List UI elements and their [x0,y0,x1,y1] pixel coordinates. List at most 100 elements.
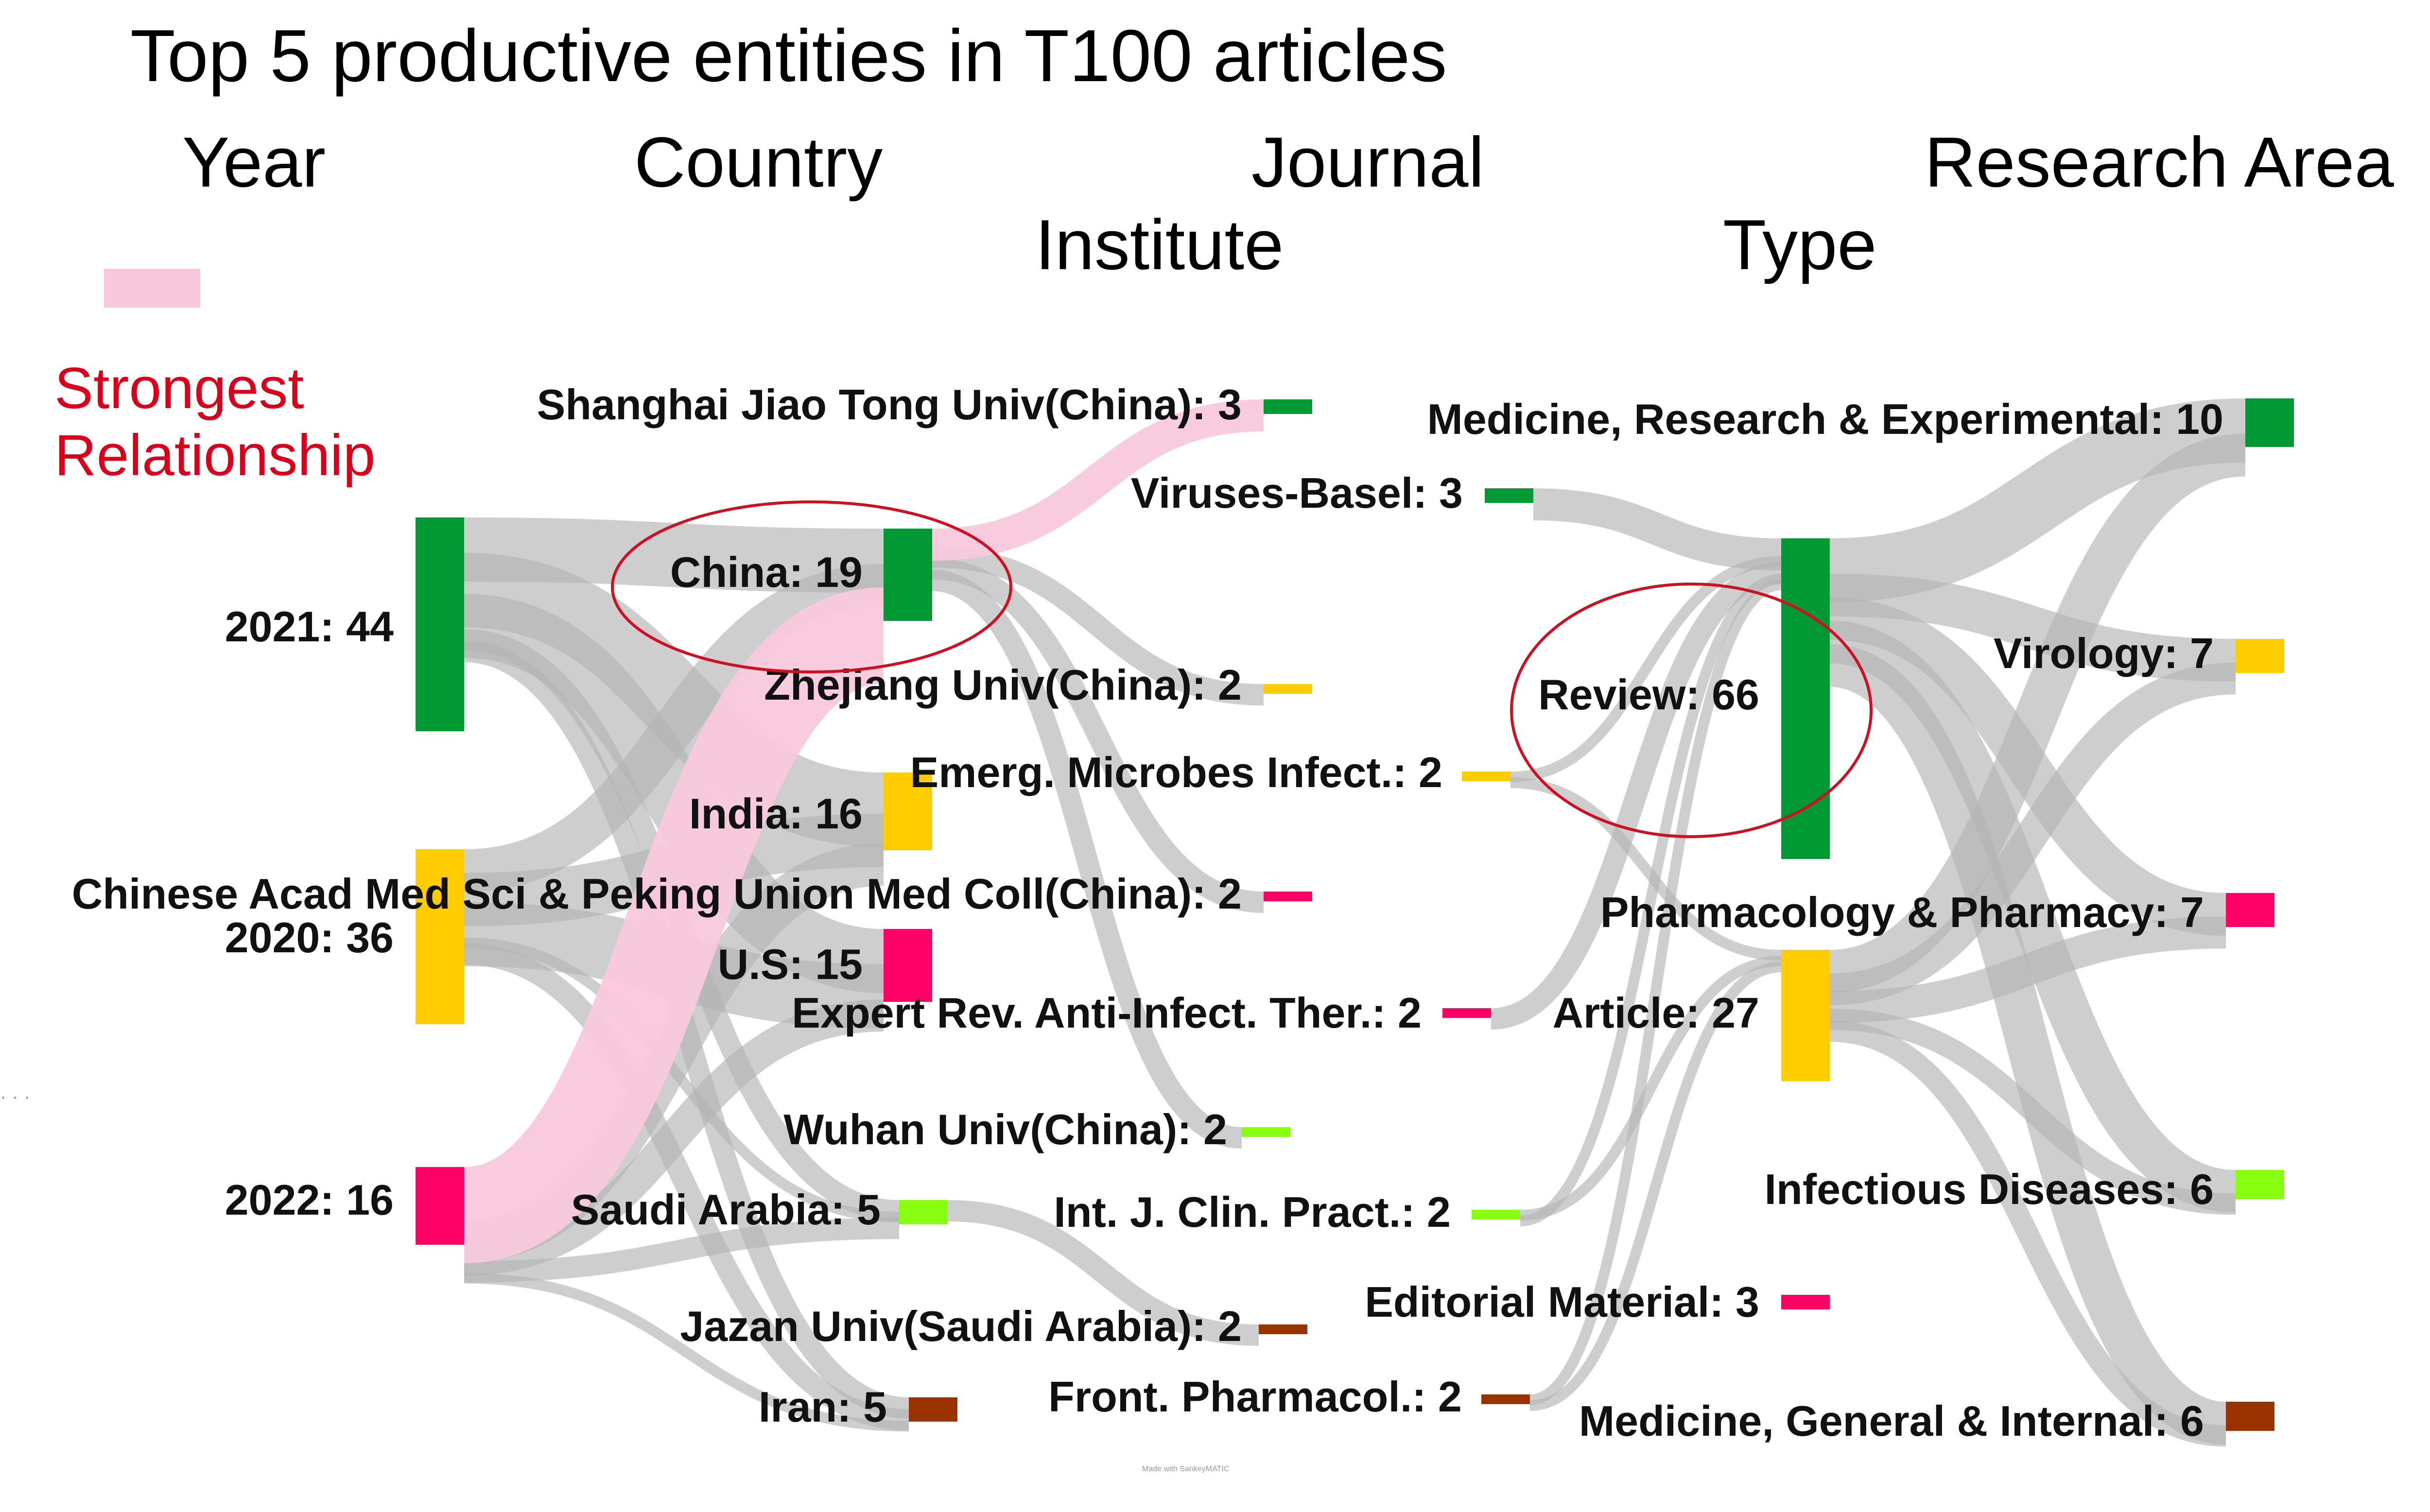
link-review-infd [1829,620,2237,1213]
link-article-infd [1829,1009,2236,1215]
link-review-medre [1829,398,2246,602]
node-label-sjtu: Shanghai Jiao Tong Univ(China): 3 [537,380,1242,429]
node-label-viruses: Viruses-Basel: 3 [1131,469,1463,517]
node-label-medgi: Medicine, General & Internal: 6 [1579,1397,2204,1445]
node-label-india: India: 16 [689,790,863,838]
node-label-y2020: 2020: 36 [225,913,394,962]
node-label-erait: Expert Rev. Anti-Infect. Ther.: 2 [792,989,1422,1037]
strongest-relationship-note: Strongest Relationship [54,355,375,489]
node-us [884,929,932,1002]
link-fph-article [1529,962,1782,1411]
circles-layer [611,500,1873,838]
link-china-whu [932,569,1242,1149]
link-y2020-china [464,564,884,892]
link-article-medgi [1829,1020,2226,1447]
link-y2022-us [464,999,884,1276]
column-header-type: Type [1723,205,1877,284]
node-viro [2236,639,2284,673]
node-china [884,529,932,621]
link-emi-article [1510,777,1782,961]
credit-text: Made with SankeyMATIC [1142,1465,1230,1473]
node-label-y2022: 2022: 16 [225,1176,394,1224]
node-label-y2021: 2021: 44 [225,602,394,651]
highlight-circle-review [1510,583,1873,838]
link-article-medre [1829,433,2246,993]
node-label-medre: Medicine, Research & Experimental: 10 [1427,395,2223,443]
link-emi-review [1510,556,1782,782]
node-emi [1462,772,1510,781]
link-saudi-jazan [947,1200,1259,1346]
strongest-relationship-swatch [104,269,200,308]
links-layer [462,398,2246,1447]
labels-layer: 2021: 44 2020: 36 2022: 16 China: 19 India: … [72,380,2223,1445]
link-ijcp-article [1520,956,1782,1220]
node-label-ijcp: Int. J. Clin. Pract.: 2 [1054,1188,1451,1236]
column-header-journal: Journal [1251,122,1484,202]
node-whu [1242,1127,1290,1137]
link-y2020-iran [464,943,909,1431]
strongest-note-line1: Strongest [54,356,304,421]
link-y2022-iran [464,1272,909,1432]
link-fph-review [1529,579,1782,1405]
column-header-institute: Institute [1035,205,1284,284]
node-label-pharm: Pharmacology & Pharmacy: 7 [1600,888,2204,936]
highlight-circle-china [611,500,1012,673]
node-erait [1442,1008,1491,1018]
node-label-review: Review: 66 [1538,670,1759,719]
node-pharm [2226,893,2274,927]
link-china-zju [932,546,1264,705]
column-header-research-area: Research Area [1925,122,2394,202]
nodes-layer [416,398,2294,1431]
node-label-zju: Zhejiang Univ(China): 2 [764,661,1242,709]
link-y2021-china [464,517,884,593]
node-iran [909,1397,957,1422]
strongest-note-line2: Relationship [54,423,376,488]
node-viruses [1485,488,1533,503]
node-sjtu [1264,399,1312,414]
column-header-year: Year [182,122,326,202]
node-editorial [1781,1295,1830,1309]
node-label-whu: Wuhan Univ(China): 2 [783,1105,1227,1153]
edge-mark: · · · [0,1086,31,1107]
node-medgi [2226,1402,2274,1431]
node-zju [1264,684,1312,694]
node-label-viro: Virology: 7 [1994,629,2214,677]
link-china-sjtu [932,399,1264,561]
node-label-editorial: Editorial Material: 3 [1365,1278,1759,1326]
node-label-china: China: 19 [670,548,863,596]
node-label-article: Article: 27 [1552,989,1759,1037]
link-y2022-saudi [464,1218,900,1283]
node-y2020 [416,849,464,1024]
node-article [1781,950,1830,1081]
link-review-viro [1829,573,2236,682]
link-article-viro [1829,662,2236,1006]
node-y2021 [416,517,464,731]
node-cams [1264,892,1312,901]
node-label-emi: Emerg. Microbes Infect.: 2 [910,748,1442,796]
link-ijcp-review [1520,573,1782,1227]
node-jazan [1259,1324,1307,1334]
node-label-jazan: Jazan Univ(Saudi Arabia): 2 [680,1302,1242,1350]
link-china-cams [932,558,1264,913]
node-label-saudi: Saudi Arabia: 5 [571,1186,881,1234]
node-y2022 [416,1167,464,1245]
node-ijcp [1472,1210,1520,1220]
node-saudi [899,1200,948,1224]
column-header-country: Country [634,122,883,202]
page-title: Top 5 productive entities in T100 articl… [130,15,1447,97]
node-india [884,773,932,850]
node-medre [2245,398,2294,447]
node-label-cams: Chinese Acad Med Sci & Peking Union Med … [72,870,1242,918]
link-review-medgi [1828,644,2227,1444]
link-erait-review [1491,562,1782,1030]
node-label-infd: Infectious Diseases: 6 [1765,1165,2214,1213]
link-article-pharm [1829,916,2226,1023]
link-viruses-review [1533,488,1782,570]
node-label-us: U.S: 15 [718,940,863,988]
node-review [1781,538,1830,859]
node-label-fph: Front. Pharmacol.: 2 [1048,1373,1462,1421]
node-label-iran: Iran: 5 [759,1383,887,1431]
node-infd [2236,1170,2284,1199]
